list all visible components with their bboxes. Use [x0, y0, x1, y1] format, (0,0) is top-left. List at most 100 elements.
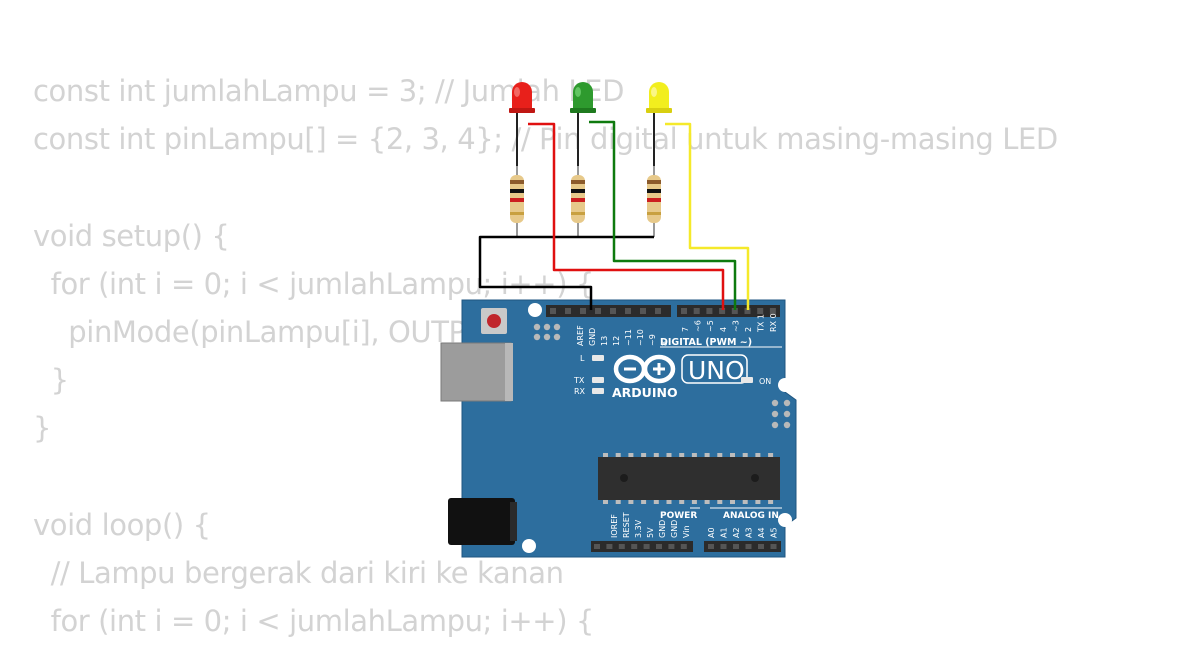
- chip-dot: [751, 474, 759, 482]
- power-pin-label: 3.3V: [634, 519, 643, 538]
- chip-pin: [666, 500, 672, 504]
- pin-hole: [719, 308, 726, 314]
- digital-header-right: [677, 305, 780, 317]
- arduino-infinity-logo: [613, 354, 676, 384]
- chip-pin: [615, 453, 621, 457]
- pin-hole: [668, 544, 675, 549]
- mount-hole: [778, 378, 792, 392]
- analog-pin-label: A4: [757, 527, 766, 538]
- digital-pin-label: 12: [612, 336, 621, 346]
- digital-pin-label: 7: [681, 327, 690, 332]
- digital-header-left: [546, 305, 671, 317]
- chip-pin: [704, 500, 710, 504]
- pin-hole: [655, 308, 661, 314]
- reset-button-cap[interactable]: [487, 314, 501, 328]
- chip-pin: [653, 453, 659, 457]
- analog-header-label: ANALOG IN: [723, 511, 779, 521]
- power-pin-label: RESET: [622, 512, 631, 538]
- pin-hole: [769, 308, 776, 314]
- chip-pin: [768, 500, 774, 504]
- pin-hole: [708, 544, 714, 549]
- power-pin-label: GND: [670, 520, 679, 538]
- led-green: [570, 82, 596, 113]
- digital-pin-label: TX 1: [757, 314, 766, 333]
- wire-yellow: [665, 122, 750, 310]
- wire-red: [528, 122, 725, 310]
- digital-pin-label: ~11: [624, 329, 633, 346]
- pin-hole: [580, 308, 586, 314]
- pin-hole: [606, 544, 613, 549]
- pin-hole: [625, 308, 631, 314]
- pin-hole: [758, 544, 764, 549]
- pin-hole: [744, 308, 751, 314]
- pin-hole: [733, 544, 739, 549]
- pin-hole: [720, 544, 727, 549]
- digital-pin-label: AREF: [576, 325, 585, 346]
- chip-pin: [768, 453, 774, 457]
- tx-led: [592, 377, 604, 383]
- led-yellow: [646, 82, 672, 113]
- code-line: // Lampu bergerak dari kiri ke kanan: [33, 555, 564, 590]
- power-pin-label: GND: [658, 520, 667, 538]
- analog-pin-label: A3: [745, 527, 754, 538]
- pin-hole: [643, 544, 650, 549]
- rx-led-label: RX: [574, 387, 586, 396]
- code-line: }: [33, 363, 69, 398]
- chip-pin: [603, 453, 608, 457]
- power-jack-edge: [510, 502, 517, 541]
- resistor-2: [571, 165, 585, 237]
- brand-label: ARDUINO: [612, 385, 678, 400]
- chip-pin: [641, 453, 647, 457]
- bottom-pin-holes: [594, 544, 777, 549]
- atmega-chip: [598, 457, 780, 500]
- pin-hole: [565, 308, 571, 314]
- digital-pin-label: ~10: [636, 329, 645, 346]
- chip-pin: [679, 500, 685, 504]
- digital-pin-label: 13: [600, 336, 609, 346]
- tx-led-label: TX: [573, 376, 585, 385]
- analog-pin-label: A5: [770, 527, 779, 538]
- mount-hole: [528, 303, 542, 317]
- chip-pin: [628, 500, 634, 504]
- uno-badge: [681, 354, 748, 384]
- pin-hole: [745, 544, 752, 549]
- mount-hole: [778, 513, 792, 527]
- digital-pin-holes: [550, 308, 776, 314]
- pin-hole: [656, 544, 662, 549]
- pin-hole: [595, 308, 601, 314]
- wires: [478, 120, 750, 310]
- chip-pin: [755, 500, 761, 504]
- chip-pin: [603, 500, 608, 504]
- pin-hole: [731, 308, 738, 314]
- digital-pin-label: ~5: [706, 320, 715, 332]
- digital-header-label: DIGITAL (PWM ~): [660, 337, 752, 348]
- chip-pin: [730, 500, 735, 504]
- wire-green: [589, 120, 737, 310]
- code-line: void setup() {: [33, 218, 230, 253]
- rx-led: [592, 388, 604, 394]
- pin-hole: [680, 544, 687, 549]
- pin-hole: [618, 544, 625, 549]
- chip-pin: [730, 453, 735, 457]
- chip-pin: [717, 453, 723, 457]
- code-line: }: [33, 411, 52, 446]
- chip-pin: [641, 500, 647, 504]
- code-line: void loop() {: [33, 507, 211, 542]
- icsp-header-top: [530, 320, 564, 343]
- digital-pin-label: ~3: [731, 320, 740, 332]
- resistor-1: [510, 165, 524, 237]
- analog-pin-label: A2: [732, 527, 741, 538]
- pin-hole: [640, 308, 646, 314]
- chip-pin: [717, 500, 723, 504]
- chip-notch: [620, 474, 628, 482]
- usb-connector: [440, 342, 512, 402]
- icsp-header-right: [771, 399, 791, 429]
- chip-pin: [691, 453, 697, 457]
- code-line: const int jumlahLampu = 3; // Jumlah LED: [33, 74, 625, 108]
- on-led-label: ON: [759, 377, 771, 386]
- led-legs: [516, 112, 655, 166]
- power-jack: [448, 498, 515, 545]
